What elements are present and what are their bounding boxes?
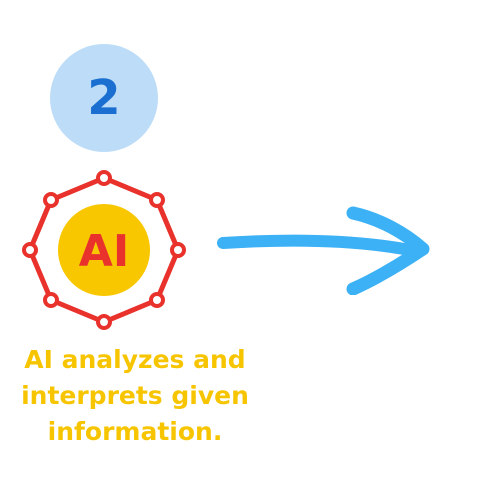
network-node [96, 314, 112, 330]
step-number: 2 [87, 70, 121, 126]
network-node [22, 242, 38, 258]
network-node [170, 242, 186, 258]
caption-line: information. [47, 417, 223, 446]
ai-chip-network-icon: AI [22, 170, 186, 330]
network-node [149, 192, 165, 208]
right-arrow-icon [217, 206, 430, 295]
step-number-badge: 2 [50, 44, 158, 152]
ai-center-circle [58, 204, 150, 296]
arrow-head [346, 206, 430, 295]
network-node [96, 170, 112, 186]
caption-line: interprets given [21, 381, 249, 410]
ai-label: AI [79, 226, 129, 277]
arrow-shaft [217, 234, 421, 257]
network-node [43, 192, 59, 208]
network-node [43, 292, 59, 308]
network-nodes [22, 170, 186, 330]
network-node [149, 292, 165, 308]
step-caption: AI analyzes and interprets given informa… [0, 342, 270, 450]
caption-line: AI analyzes and [24, 345, 246, 374]
